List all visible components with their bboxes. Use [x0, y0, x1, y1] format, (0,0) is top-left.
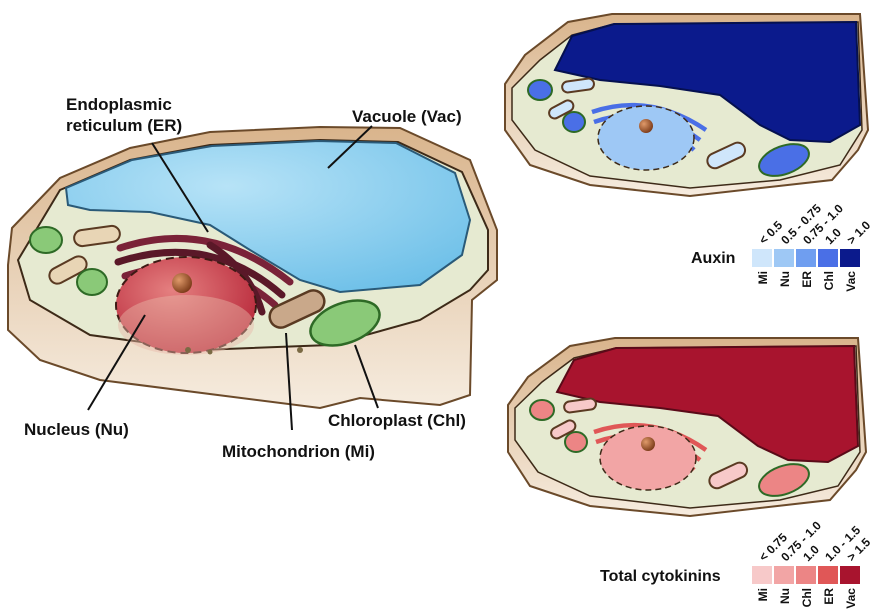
- cytokinin-nucleolus: [641, 437, 655, 451]
- main-cell: [8, 127, 497, 408]
- chloroplast-label: Chloroplast (Chl): [328, 411, 466, 430]
- auxin-cell: [505, 14, 868, 196]
- auxin-nucleolus: [639, 119, 653, 133]
- auxin-swatch-2: [796, 249, 816, 267]
- er-label-line2: reticulum (ER): [66, 116, 182, 135]
- auxin-legend-ranges: < 0.50.5 - 0.750.75 - 1.01.0> 1.0: [756, 201, 873, 247]
- auxin-swatch-3: [818, 249, 838, 267]
- cytokinins-compartment-label-3: ER: [822, 588, 836, 605]
- cytokinins-compartment-label-2: Chl: [800, 588, 814, 607]
- auxin-range-label-0: < 0.5: [756, 218, 785, 247]
- er-label-line1: Endoplasmic: [66, 95, 172, 114]
- auxin-compartment-label-3: Chl: [822, 271, 836, 290]
- auxin-compartment-label-2: ER: [800, 271, 814, 288]
- auxin-legend-compartments: Mi Nu ER Chl Vac: [756, 271, 858, 292]
- cytokinin-legend-title: Total cytokinins: [600, 568, 721, 585]
- auxin-compartment-label-4: Vac: [844, 271, 858, 292]
- nucleus-label: Nucleus (Nu): [24, 420, 129, 439]
- cytokinins-swatch-3: [818, 566, 838, 584]
- auxin-swatch-0: [752, 249, 772, 267]
- cytokinins-swatch-4: [840, 566, 860, 584]
- auxin-swatch-4: [840, 249, 860, 267]
- auxin-legend-title: Auxin: [691, 250, 735, 267]
- cytokinin-legend-compartments: Mi Nu Chl ER Vac: [756, 588, 858, 609]
- cytokinin-nucleus: [600, 426, 696, 490]
- cytokinins-compartment-label-4: Vac: [844, 588, 858, 609]
- cytokinins-swatch-0: [752, 566, 772, 584]
- auxin-legend: Auxin < 0.50.5 - 0.750.75 - 1.01.0> 1.0 …: [691, 201, 873, 292]
- cytokinin-cell: [508, 338, 866, 516]
- auxin-swatch-1: [774, 249, 794, 267]
- auxin-compartment-label-0: Mi: [756, 271, 770, 284]
- auxin-compartment-label-1: Nu: [778, 271, 792, 287]
- mitochondrion-label: Mitochondrion (Mi): [222, 442, 375, 461]
- auxin-range-label-4: > 1.0: [844, 218, 873, 247]
- vacuole-label: Vacuole (Vac): [352, 107, 462, 126]
- cytokinin-legend-swatches: [752, 566, 860, 584]
- cytokinins-compartment-label-1: Nu: [778, 588, 792, 604]
- auxin-nucleus: [598, 106, 694, 170]
- cytokinins-swatch-2: [796, 566, 816, 584]
- auxin-legend-swatches: [752, 249, 860, 267]
- nucleolus: [172, 273, 192, 293]
- cytokinins-swatch-1: [774, 566, 794, 584]
- cytokinins-compartment-label-0: Mi: [756, 588, 770, 601]
